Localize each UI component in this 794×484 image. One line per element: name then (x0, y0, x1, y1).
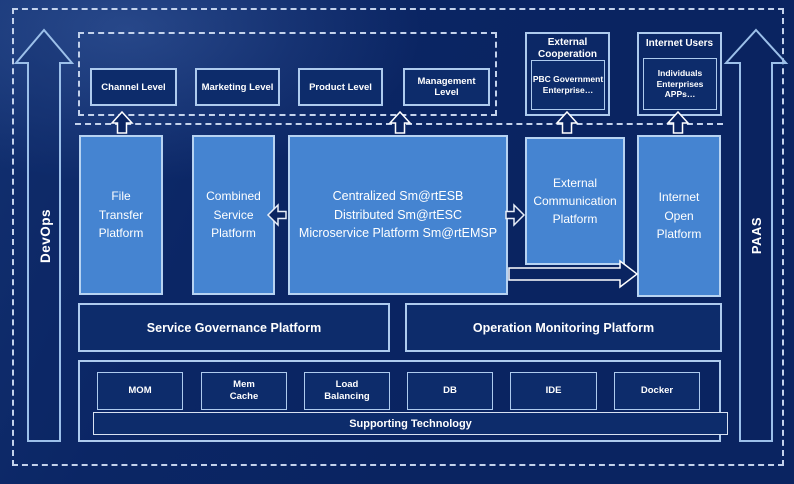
tech-box-mem-cache: Mem Cache (201, 372, 287, 410)
level-box-product: Product Level (298, 68, 383, 106)
pbc-government-box: PBC Government Enterprise… (531, 60, 605, 110)
left-arrow-icon (266, 203, 287, 227)
file-transfer-platform-label: File Transfer Platform (98, 189, 144, 241)
tech-box-mom: MOM (97, 372, 183, 410)
individuals-box: Individuals Enterprises APPs… (643, 58, 717, 110)
tech-label: Docker (640, 384, 674, 396)
tech-box-db: DB (407, 372, 493, 410)
up-arrow-icon (555, 110, 579, 134)
individuals-label: Individuals Enterprises APPs… (656, 68, 704, 100)
tech-label: IDE (545, 384, 562, 396)
tech-label: MOM (128, 384, 152, 396)
up-arrow-icon (666, 110, 690, 134)
devops-arrow-icon (13, 28, 75, 442)
up-arrow-icon (110, 110, 134, 134)
paas-arrow-icon (723, 28, 789, 442)
level-label: Channel Level (101, 81, 166, 93)
operation-monitoring-platform-box: Operation Monitoring Platform (405, 303, 722, 352)
internet-open-platform-box: Internet Open Platform (637, 135, 721, 297)
supporting-technology-label: Supporting Technology (349, 417, 472, 430)
paas-label: PAAS (748, 217, 764, 255)
level-box-marketing: Marketing Level (195, 68, 280, 106)
supporting-technology-group (78, 360, 721, 442)
operation-monitoring-label: Operation Monitoring Platform (472, 320, 655, 335)
central-esb-platform-label: Centralized Sm@rtESB Distributed Sm@rtES… (298, 188, 498, 241)
tech-label: DB (443, 384, 457, 396)
right-arrow-icon (505, 203, 526, 227)
tech-label: Load Balancing (324, 378, 370, 402)
service-governance-platform-box: Service Governance Platform (78, 303, 390, 352)
service-governance-label: Service Governance Platform (146, 320, 322, 335)
tech-box-ide: IDE (510, 372, 597, 410)
levels-dashed-group (78, 32, 497, 116)
combined-service-platform-box: Combined Service Platform (192, 135, 275, 295)
level-label: Management Level (417, 76, 476, 98)
external-cooperation-title: External Cooperation (538, 37, 597, 60)
devops-label: DevOps (37, 208, 53, 264)
level-label: Product Level (309, 81, 372, 93)
external-communication-platform-label: External Communication Platform (533, 176, 617, 226)
level-box-management: Management Level (403, 68, 490, 106)
combined-service-platform-label: Combined Service Platform (206, 189, 261, 241)
central-esb-platform-box: Centralized Sm@rtESB Distributed Sm@rtES… (288, 135, 508, 295)
internet-open-platform-label: Internet Open Platform (656, 190, 702, 242)
tech-box-load-balancing: Load Balancing (304, 372, 390, 410)
up-arrow-icon (388, 110, 412, 134)
pbc-government-label: PBC Government Enterprise… (532, 74, 604, 95)
internet-users-title: Internet Users (645, 38, 714, 49)
tech-label: Mem Cache (229, 378, 259, 402)
supporting-technology-bar: Supporting Technology (93, 412, 728, 435)
outer-dashed-frame (12, 8, 784, 466)
file-transfer-platform-box: File Transfer Platform (79, 135, 163, 295)
level-box-channel: Channel Level (90, 68, 177, 106)
external-communication-platform-box: External Communication Platform (525, 137, 625, 265)
tech-box-docker: Docker (614, 372, 700, 410)
flow-arrow-icon (508, 259, 639, 289)
level-label: Marketing Level (201, 81, 274, 93)
